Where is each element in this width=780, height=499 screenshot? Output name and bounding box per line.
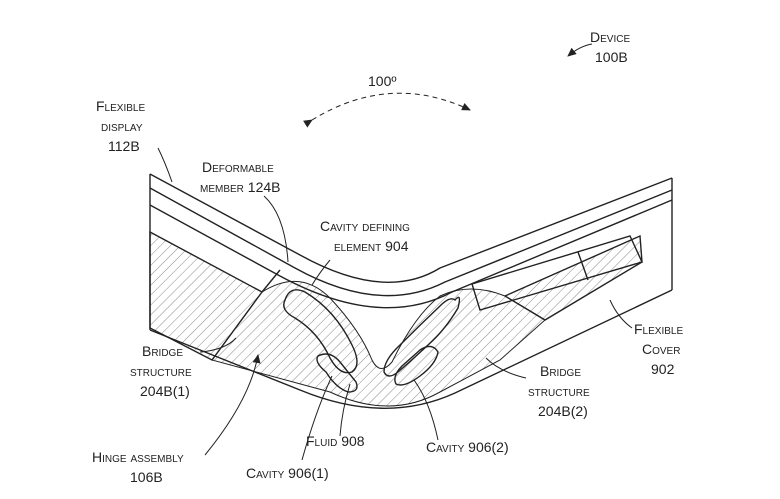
svg-text:100B: 100B — [595, 49, 628, 65]
leader-bridge-right — [485, 357, 527, 379]
hinge-fill-region — [211, 280, 546, 407]
label-deformable-member: Deformable member 124B — [200, 159, 280, 195]
leader-flexible-cover — [609, 299, 633, 329]
label-fluid: Fluid 908 — [306, 433, 365, 449]
angle-arc-arrow — [303, 92, 471, 128]
leader-cavity-defining — [311, 259, 331, 286]
label-cavity-defining-element: Cavity defining element 904 — [320, 218, 410, 254]
svg-text:204B(1): 204B(1) — [140, 383, 190, 399]
device-illustration — [149, 43, 673, 461]
svg-text:Cover: Cover — [642, 341, 680, 357]
flexible-cover-layer — [149, 199, 673, 309]
svg-text:structure: structure — [528, 383, 590, 399]
label-bridge-left: Bridge structure 204B(1) — [130, 343, 192, 399]
svg-text:204B(2): 204B(2) — [538, 403, 588, 419]
cavity-channel-left — [283, 289, 358, 374]
cavity-channel-right-lower — [394, 345, 439, 386]
svg-text:Device: Device — [590, 29, 630, 45]
label-cavity-1: Cavity 906(1) — [246, 465, 329, 481]
svg-text:element 904: element 904 — [334, 238, 409, 254]
svg-text:display: display — [101, 118, 143, 134]
flexible-display-layer-inner — [149, 187, 673, 297]
flexible-display-layer — [149, 173, 673, 283]
label-angle: 100º — [368, 73, 396, 89]
leader-hinge-assembly — [204, 354, 261, 456]
svg-text:112B: 112B — [108, 138, 140, 154]
svg-text:902: 902 — [651, 361, 675, 377]
svg-text:member 124B: member 124B — [200, 179, 280, 195]
label-cavity-2: Cavity 906(2) — [426, 439, 509, 455]
svg-text:Bridge: Bridge — [142, 343, 183, 359]
svg-text:Cavity defining: Cavity defining — [320, 218, 410, 234]
device-bottom-edge — [149, 289, 673, 409]
svg-text:Bridge: Bridge — [540, 363, 581, 379]
leader-flexible-display — [157, 147, 173, 183]
leader-bridge-left — [199, 337, 237, 353]
svg-text:Flexible: Flexible — [634, 321, 683, 337]
label-hinge-assembly: Hinge assembly 106B — [92, 449, 184, 485]
leader-cavity-2 — [413, 379, 439, 441]
svg-text:Hinge assembly: Hinge assembly — [92, 449, 184, 465]
leader-fluid — [339, 383, 351, 437]
leader-cavity-1 — [301, 375, 333, 461]
label-device: Device 100B — [590, 29, 630, 65]
label-flexible-cover: Flexible Cover 902 — [634, 321, 683, 377]
label-bridge-right: Bridge structure 204B(2) — [528, 363, 590, 419]
svg-text:Deformable: Deformable — [202, 159, 274, 175]
svg-text:Flexible: Flexible — [96, 98, 145, 114]
leader-device — [567, 43, 593, 57]
label-flexible-display: Flexible display 112B — [96, 98, 145, 154]
leader-deformable-member — [263, 195, 289, 263]
svg-text:106B: 106B — [130, 469, 163, 485]
cavity-channel-right — [383, 296, 461, 377]
svg-text:structure: structure — [130, 363, 192, 379]
flexible-cover-divider — [577, 251, 589, 281]
deformable-member-divider — [261, 269, 281, 293]
flexible-cover-block — [471, 235, 643, 311]
